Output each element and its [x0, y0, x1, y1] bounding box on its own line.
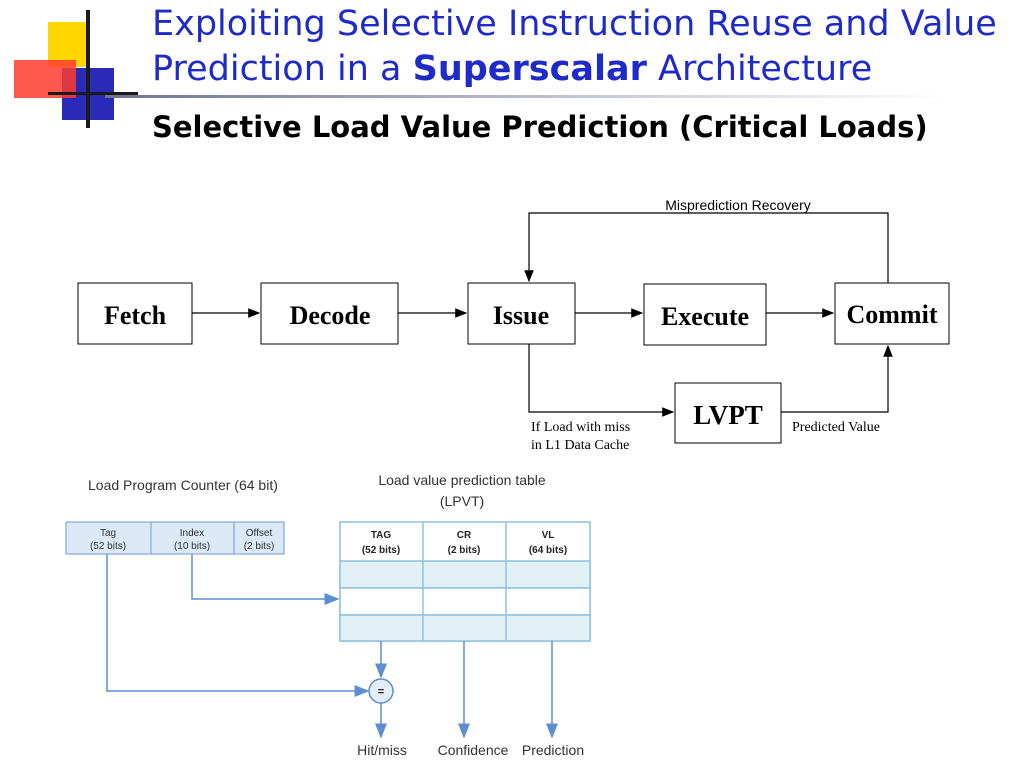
- fetch-label: Fetch: [104, 301, 167, 330]
- arrow-issue-lvpt: [528, 344, 675, 417]
- lvpt-box: [674, 382, 782, 444]
- lvpt-label: LVPT: [693, 400, 763, 430]
- lpvt-title-line-2: (LPVT): [440, 493, 484, 509]
- title-underline: [105, 95, 950, 98]
- logo-vertical-line: [86, 10, 90, 128]
- pc-title: Load Program Counter (64 bit): [88, 477, 278, 493]
- arrow-index-to-table: [191, 554, 340, 605]
- title-line-2: Prediction in a Superscalar Architecture: [152, 47, 997, 92]
- miss-label-line-1: If Load with miss: [531, 420, 630, 435]
- pc-field-offset-bits: (2 bits): [244, 541, 275, 552]
- execute-box: [643, 283, 767, 346]
- commit-label: Commit: [847, 300, 938, 329]
- arrow-tag-to-comparator: [106, 554, 370, 697]
- issue-box: [467, 282, 576, 345]
- lpvt-col-vl-bits: (64 bits): [529, 545, 567, 556]
- decode-label: Decode: [290, 301, 371, 330]
- title-line-2-post: Architecture: [646, 49, 873, 89]
- lpvt-col-cr-bits: (2 bits): [448, 545, 481, 556]
- output-confidence: Confidence: [438, 742, 509, 758]
- pc-field-index-name: Index: [180, 528, 204, 539]
- miss-label-line-2: in L1 Data Cache: [531, 438, 629, 453]
- logo-yellow-square: [48, 22, 88, 67]
- issue-label: Issue: [493, 301, 549, 330]
- lpvt-row-2: [339, 587, 591, 616]
- pc-field-offset-name: Offset: [246, 528, 273, 539]
- slide-subtitle: Selective Load Value Prediction (Critica…: [152, 110, 928, 144]
- lpvt-row-3: [339, 614, 591, 642]
- arrow-misprediction-recovery: [524, 212, 889, 283]
- comparator-label: =: [378, 686, 384, 698]
- lpvt-row-1: [339, 560, 591, 589]
- slide-logo-decoration: [14, 10, 138, 128]
- title-line-1: Exploiting Selective Instruction Reuse a…: [152, 4, 997, 44]
- lpvt-col-vl-name: VL: [542, 530, 555, 541]
- lpvt-col-tag-name: TAG: [371, 530, 392, 541]
- execute-label: Execute: [661, 302, 749, 331]
- fetch-box: [77, 282, 193, 345]
- pc-field-tag-bits: (52 bits): [90, 541, 126, 552]
- output-prediction: Prediction: [522, 742, 584, 758]
- logo-horizontal-line: [48, 92, 138, 95]
- logo-red-square: [14, 60, 76, 98]
- arrow-lvpt-commit: [781, 344, 893, 413]
- lpvt-col-cr-name: CR: [457, 530, 472, 541]
- commit-box: [834, 282, 950, 345]
- title-bold-word: Superscalar: [412, 49, 647, 89]
- pc-field-index-bits: (10 bits): [174, 541, 210, 552]
- lpvt-col-tag-bits: (52 bits): [362, 545, 400, 556]
- title-line-2-pre: Prediction in a: [152, 49, 413, 89]
- misprediction-label: Misprediction Recovery: [665, 197, 811, 213]
- slide-title: Exploiting Selective Instruction Reuse a…: [152, 2, 997, 92]
- predicted-value-label: Predicted Value: [792, 420, 880, 435]
- output-hit-miss: Hit/miss: [357, 742, 407, 758]
- pc-field-tag-name: Tag: [100, 528, 116, 539]
- decode-box: [260, 282, 399, 345]
- lpvt-title-line-1: Load value prediction table: [378, 472, 546, 488]
- pc-register: [65, 521, 285, 555]
